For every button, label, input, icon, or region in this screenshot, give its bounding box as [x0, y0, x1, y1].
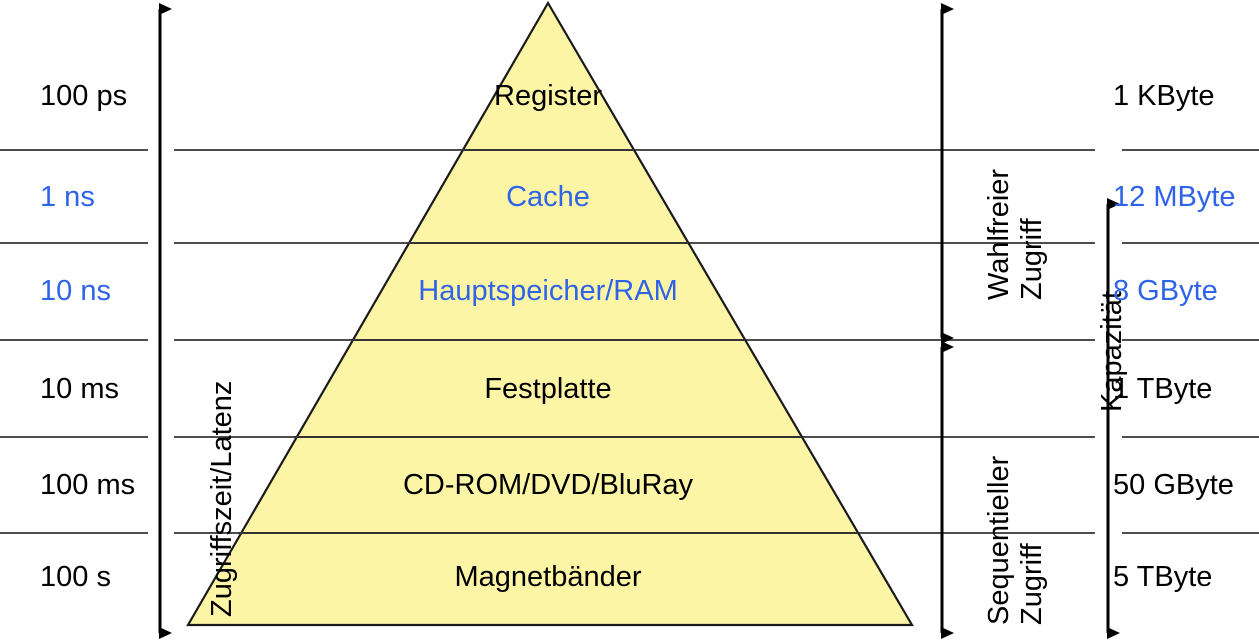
latency-value-cache: 1 ns	[40, 181, 95, 213]
latency-value-register: 100 ps	[40, 80, 128, 112]
pyramid-shape	[186, 0, 914, 627]
pyramid-internal-dividers	[238, 149, 858, 534]
tier-label-optical: CD-ROM/DVD/BluRay	[402, 469, 694, 501]
latency-value-ram: 10 ns	[40, 275, 111, 307]
capacity-value-register: 1 KByte	[1113, 80, 1215, 112]
latency-value-optical: 100 ms	[40, 469, 136, 501]
tier-label-hdd: Festplatte	[484, 373, 612, 405]
capacity-value-optical: 50 GByte	[1113, 469, 1234, 501]
capacity-value-hdd: 1 TByte	[1113, 373, 1213, 405]
tier-label-cache: Cache	[506, 181, 590, 213]
capacity-value-tape: 5 TByte	[1113, 561, 1213, 593]
latency-value-hdd: 10 ms	[40, 373, 119, 405]
capacity-value-cache: 12 MByte	[1113, 181, 1236, 213]
tier-label-tape: Magnetbänder	[454, 561, 642, 593]
tier-label-register: Register	[494, 80, 602, 112]
tier-label-ram: Hauptspeicher/RAM	[418, 275, 678, 307]
capacity-value-ram: 8 GByte	[1113, 275, 1218, 307]
latency-value-tape: 100 s	[40, 561, 111, 593]
